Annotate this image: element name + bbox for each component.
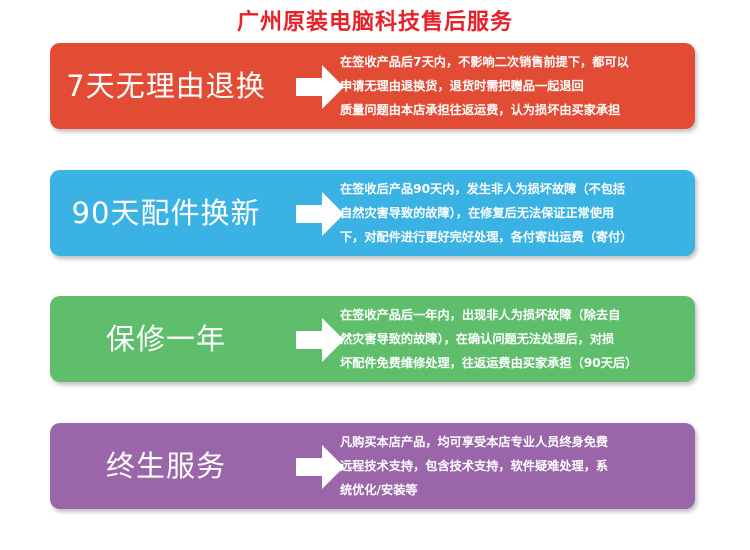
description-line: 申请无理由退换货，退货时需把赠品一起退回 [340, 79, 584, 93]
service-card-parts-replacement: 90天配件换新 在签收后产品90天内，发生非人为损坏故障（不包括 自然灾害导致的… [50, 170, 695, 256]
card-label: 保修一年 [105, 322, 226, 356]
card-description: 在签收产品后7天内，不影响二次销售前提下，都可以 申请无理由退换货，退货时需把赠… [340, 50, 692, 122]
service-card-return: 7天无理由退换 在签收产品后7天内，不影响二次销售前提下，都可以 申请无理由退换… [50, 43, 695, 129]
description-line: 在签收产品后一年内，出现非人为损坏故障（除去自 [340, 308, 621, 322]
description-line: 远程技术支持，包含技术支持，软件疑难处理，系 [340, 459, 609, 473]
arrow-right-icon [296, 192, 344, 236]
description-line: 然灾害导致的故障），在确认问题无法处理后，对损 [340, 332, 615, 346]
description-line: 凡购买本店产品，均可享受本店专业人员终身免费 [340, 435, 609, 449]
arrow-right-icon [296, 318, 344, 362]
description-line: 在签收产品后7天内，不影响二次销售前提下，都可以 [340, 55, 629, 69]
description-line: 坏配件免费维修处理，往返运费由买家承担（90天后） [340, 356, 638, 370]
service-card-lifetime: 终生服务 凡购买本店产品，均可享受本店专业人员终身免费 远程技术支持，包含技术支… [50, 423, 695, 509]
description-line: 自然灾害导致的故障），在修复后无法保证正常使用 [340, 206, 615, 220]
description-line: 下，对配件进行更好完好处理，各付寄出运费（寄付） [340, 230, 633, 244]
card-description: 在签收后产品90天内，发生非人为损坏故障（不包括 自然灾害导致的故障），在修复后… [340, 177, 692, 249]
service-card-warranty: 保修一年 在签收产品后一年内，出现非人为损坏故障（除去自 然灾害导致的故障），在… [50, 296, 695, 382]
description-line: 统优化/安装等 [340, 483, 418, 497]
card-description: 在签收产品后一年内，出现非人为损坏故障（除去自 然灾害导致的故障），在确认问题无… [340, 303, 692, 375]
arrow-right-icon [296, 65, 344, 109]
card-label: 终生服务 [105, 449, 226, 483]
card-label: 90天配件换新 [71, 196, 261, 230]
arrow-right-icon [296, 445, 344, 489]
description-line: 在签收后产品90天内，发生非人为损坏故障（不包括 [340, 182, 626, 196]
card-description: 凡购买本店产品，均可享受本店专业人员终身免费 远程技术支持，包含技术支持，软件疑… [340, 430, 692, 502]
page-title: 广州原装电脑科技售后服务 [236, 10, 513, 35]
card-label: 7天无理由退换 [66, 69, 266, 103]
description-line: 质量问题由本店承担往返运费，认为损坏由买家承担 [340, 103, 621, 117]
